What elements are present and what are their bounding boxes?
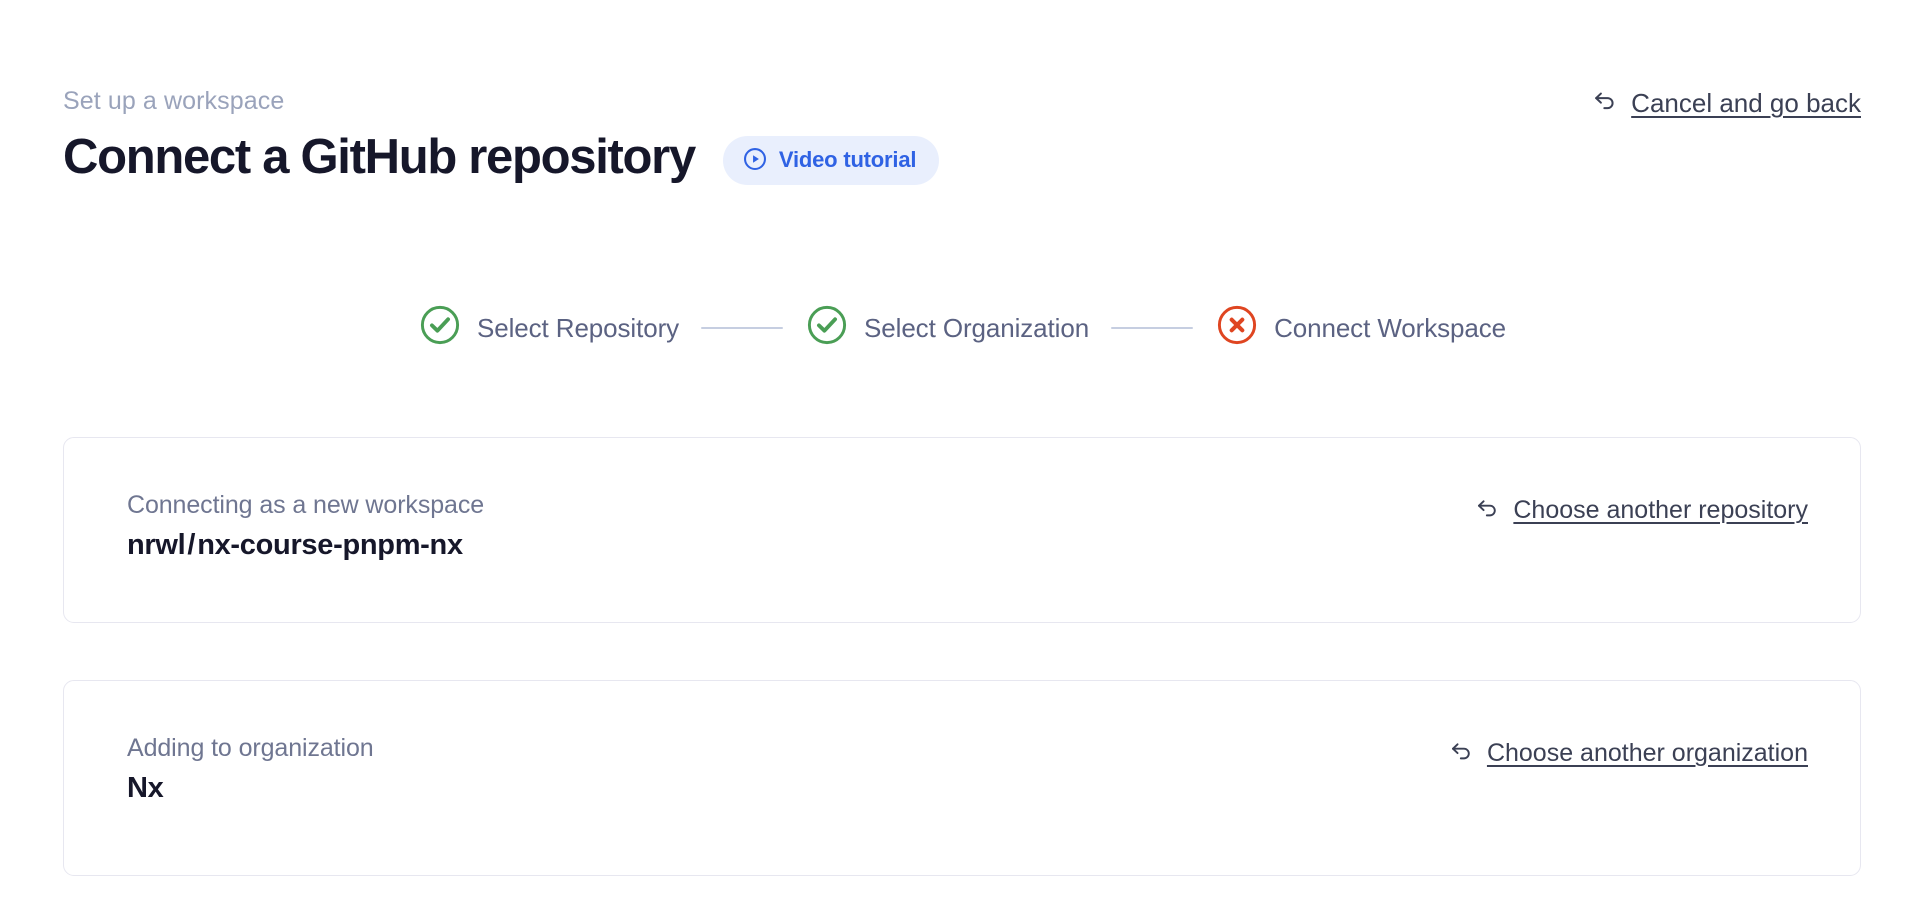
- choose-another-repository-link[interactable]: Choose another repository: [1474, 494, 1808, 526]
- repository-card-caption: Connecting as a new workspace: [127, 491, 485, 519]
- repository-separator: /: [187, 529, 196, 561]
- x-circle-icon: [1215, 303, 1259, 352]
- organization-card-caption: Adding to organization: [127, 734, 374, 762]
- stepper-step-connect-workspace[interactable]: Connect Workspace: [1215, 303, 1506, 352]
- stepper-connector-2: [1111, 326, 1194, 329]
- undo-arrow-icon: [1591, 86, 1619, 119]
- play-circle-icon: [742, 146, 768, 175]
- repository-card: Connecting as a new workspace nrwl/nx-co…: [63, 437, 1861, 623]
- page-header: Set up a workspace Connect a GitHub repo…: [63, 86, 1861, 187]
- organization-name: Nx: [127, 772, 164, 804]
- stepper-label-select-organization: Select Organization: [864, 312, 1090, 343]
- undo-arrow-icon: [1448, 737, 1475, 769]
- repository-card-value: nrwl/nx-course-pnpm-nx: [127, 527, 484, 563]
- repository-name: nx-course-pnpm-nx: [197, 529, 463, 561]
- stepper-label-select-repository: Select Repository: [476, 312, 680, 343]
- undo-arrow-icon: [1474, 494, 1501, 526]
- stepper-label-connect-workspace: Connect Workspace: [1274, 312, 1506, 343]
- cancel-and-go-back-link[interactable]: Cancel and go back: [1591, 86, 1861, 119]
- organization-card-text: Adding to organization Nx: [127, 734, 374, 806]
- video-tutorial-button[interactable]: Video tutorial: [722, 135, 940, 185]
- stepper-step-select-organization[interactable]: Select Organization: [805, 303, 1089, 352]
- cancel-and-go-back-label: Cancel and go back: [1631, 87, 1861, 118]
- choose-another-organization-label: Choose another organization: [1486, 739, 1808, 767]
- stepper-step-select-repository[interactable]: Select Repository: [418, 303, 679, 352]
- check-circle-icon: [418, 303, 462, 352]
- stepper-connector-1: [701, 326, 784, 329]
- progress-stepper: Select Repository Select Organization Co…: [0, 303, 1924, 352]
- page-title: Connect a GitHub repository: [63, 130, 696, 184]
- repository-card-text: Connecting as a new workspace nrwl/nx-co…: [127, 491, 484, 563]
- breadcrumb-eyebrow: Set up a workspace: [63, 87, 285, 115]
- title-row: Connect a GitHub repository Video tutori…: [63, 127, 1861, 187]
- choose-another-organization-link[interactable]: Choose another organization: [1448, 737, 1808, 769]
- check-circle-icon: [805, 303, 849, 352]
- video-tutorial-label: Video tutorial: [778, 147, 917, 172]
- choose-another-repository-label: Choose another repository: [1513, 496, 1808, 524]
- repository-owner: nrwl: [127, 529, 186, 561]
- organization-card: Adding to organization Nx Choose another…: [63, 680, 1861, 876]
